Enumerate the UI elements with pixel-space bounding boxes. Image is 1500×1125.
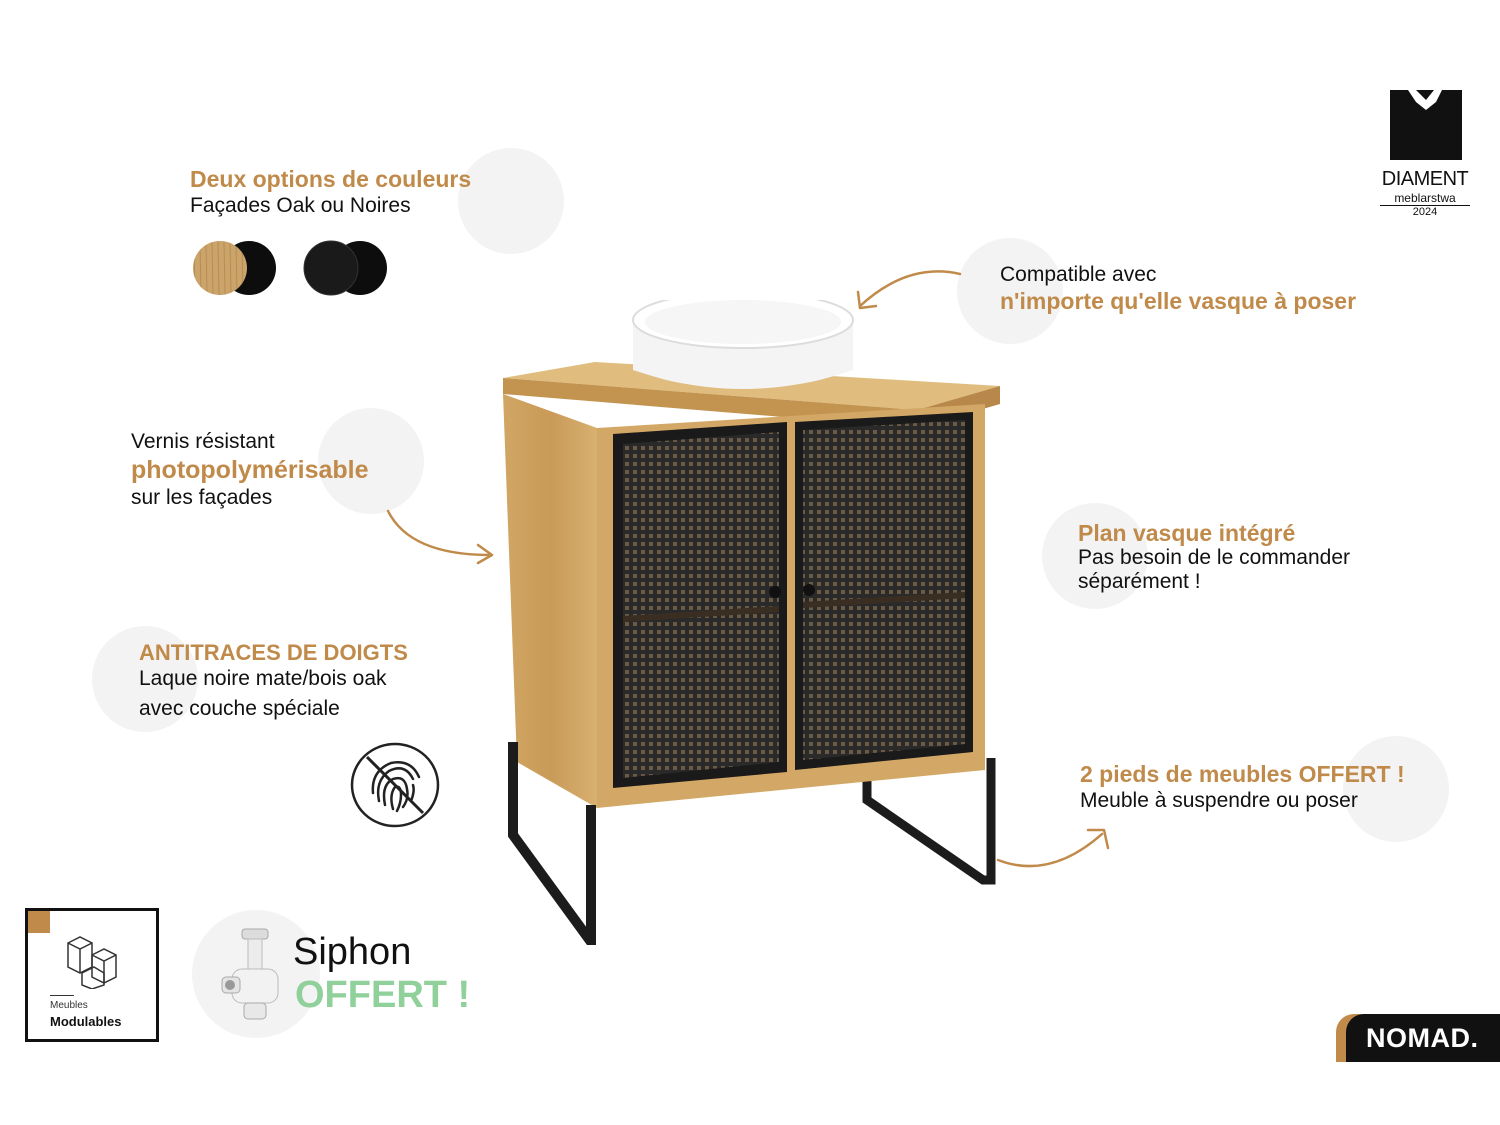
bubble-plan: [1042, 503, 1148, 609]
award-year: 2024: [1412, 206, 1438, 218]
color-options-title: Deux options de couleurs: [190, 166, 472, 192]
arrow-to-legs: [990, 820, 1120, 880]
brand-name: NOMAD.: [1366, 1023, 1479, 1053]
siphon-line2: OFFERT !: [295, 974, 471, 1016]
antitraces-line2: avec couche spéciale: [139, 697, 340, 720]
bubble-vernis: [318, 408, 424, 514]
pieds-title: 2 pieds de meubles OFFERT !: [1080, 761, 1405, 787]
cubes-icon: [62, 933, 122, 989]
badge-line: [50, 995, 74, 996]
siphon-icon: [220, 925, 290, 1025]
badge-accent: [28, 911, 50, 933]
award-sub: meblarstwa: [1380, 191, 1470, 206]
plan-line2: séparément !: [1078, 570, 1201, 593]
vernis-line2: photopolymérisable: [131, 456, 369, 484]
bubble-antitraces: [92, 626, 198, 732]
modulables-line2: Modulables: [50, 1014, 122, 1029]
vernis-line3: sur les façades: [131, 486, 273, 509]
brand-tag: NOMAD.: [1336, 1014, 1500, 1062]
cabinet-illustration: [495, 300, 1005, 945]
color-swatch-oak[interactable]: [192, 240, 282, 296]
modulables-badge: Meubles Modulables: [25, 908, 159, 1042]
plan-title: Plan vasque intégré: [1078, 520, 1296, 546]
diamond-emblem-icon: [1390, 90, 1462, 160]
vasque-line2: n'importe qu'elle vasque à poser: [1000, 288, 1357, 314]
award-logo: DIAMENT meblarstwa 2024: [1380, 88, 1470, 223]
color-swatch-black[interactable]: [303, 240, 393, 296]
pieds-line1: Meuble à suspendre ou poser: [1080, 789, 1358, 812]
arrow-to-vasque: [848, 262, 968, 322]
bubble-vasque: [957, 238, 1063, 344]
siphon-line1: Siphon: [293, 931, 412, 973]
antitraces-line1: Laque noire mate/bois oak: [139, 667, 387, 690]
modulables-line1: Meubles: [50, 1000, 88, 1011]
no-fingerprint-icon: [349, 741, 441, 829]
color-options-subtitle: Façades Oak ou Noires: [190, 194, 411, 217]
award-name: DIAMENT: [1381, 168, 1469, 190]
plan-line1: Pas besoin de le commander: [1078, 546, 1350, 569]
vernis-line1: Vernis résistant: [131, 430, 275, 453]
arrow-to-cabinet: [380, 505, 500, 565]
bubble-colors: [458, 148, 564, 254]
bubble-pieds: [1343, 736, 1449, 842]
antitraces-title: ANTITRACES DE DOIGTS: [139, 640, 408, 665]
brand-tag-black: [1346, 1014, 1500, 1062]
vasque-line1: Compatible avec: [1000, 263, 1157, 286]
